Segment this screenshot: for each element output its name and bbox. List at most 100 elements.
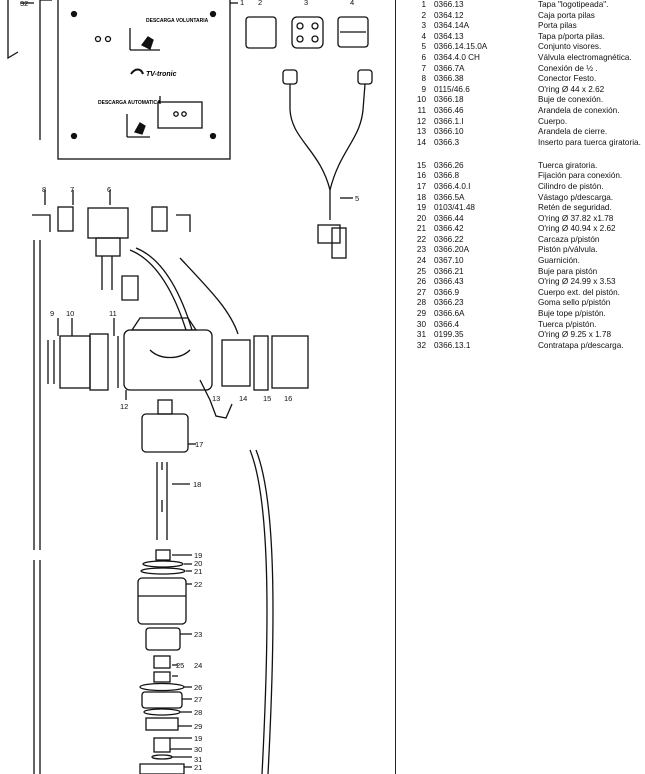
- part-description: Conjunto visores.: [538, 42, 602, 52]
- screw-hole: [70, 132, 78, 140]
- part-description: Cuerpo.: [538, 116, 568, 126]
- tube: [249, 449, 274, 774]
- callout-12: 12: [120, 402, 128, 411]
- tube: [179, 257, 239, 335]
- callout-9: 9: [50, 309, 54, 318]
- discharge-back-cover: [139, 763, 185, 774]
- parts-list-row: 4 0364.13 Tapa p/porta pilas.: [412, 32, 642, 43]
- callout-18: 18: [193, 480, 201, 489]
- part-number: 28: [416, 298, 426, 308]
- screw-hole: [209, 132, 217, 140]
- battery-slot: [311, 35, 319, 43]
- callout-20: 20: [194, 559, 202, 568]
- visor-cable: [329, 83, 366, 191]
- solenoid-valve-body: [95, 237, 121, 257]
- part-number: 24: [416, 256, 426, 266]
- part-number: 25: [416, 266, 426, 276]
- battery-slot: [311, 22, 319, 30]
- sensor-window: [173, 111, 179, 117]
- part-number: 16: [416, 171, 426, 181]
- part-description: Cuerpo ext. del pistón.: [538, 287, 620, 297]
- callout-4: 4: [350, 0, 354, 7]
- gasket: [153, 655, 171, 669]
- part-number: 8: [421, 74, 426, 84]
- column-divider: [395, 0, 396, 774]
- part-code: 0366.46: [434, 105, 464, 115]
- part-description: Tapa p/porta pilas.: [538, 31, 605, 41]
- part-number: 15: [416, 160, 426, 170]
- oring-40: [140, 567, 186, 575]
- battery-slot: [296, 22, 304, 30]
- leader-line: [44, 190, 111, 205]
- part-description: O'ring Ø 40.94 x 2.62: [538, 224, 616, 234]
- automatic-flush-pictogram: [126, 114, 150, 138]
- sensor-plate: [157, 101, 203, 129]
- piston-nut: [153, 737, 171, 753]
- part-number: 5: [421, 42, 426, 52]
- visor-connector: [357, 69, 373, 85]
- part-number: 29: [416, 309, 426, 319]
- part-code: 0366.22: [434, 234, 464, 244]
- part-description: Cilindro de pistón.: [538, 181, 604, 191]
- piston-stop-bushing: [145, 717, 179, 731]
- part-description: Válvula electromagnética.: [538, 52, 632, 62]
- callout-21b: 21: [194, 763, 202, 772]
- oring-9: [151, 754, 173, 760]
- part-number: 22: [416, 234, 426, 244]
- sensor-window: [104, 35, 112, 43]
- manual-flush-pictogram: [141, 36, 154, 50]
- part-code: 0366.38: [434, 74, 464, 84]
- part-code: 0366.26: [434, 160, 464, 170]
- callout-7: 7: [70, 185, 74, 194]
- part-description: Retén de seguridad.: [538, 203, 612, 213]
- part-number: 20: [416, 213, 426, 223]
- oring-44: [47, 340, 55, 384]
- callout-2: 2: [258, 0, 262, 7]
- part-description: Fijación para conexión.: [538, 171, 623, 181]
- fitting: [121, 275, 139, 301]
- callout-17: 17: [195, 440, 203, 449]
- part-description: Tuerca giratoria.: [538, 160, 598, 170]
- part-description: Caja porta pilas: [538, 10, 595, 20]
- part-number: 18: [416, 192, 426, 202]
- part-description: Arandela de conexión.: [538, 105, 620, 115]
- part-description: Inserto para tuerca giratoria.: [538, 137, 641, 147]
- callout-21: 21: [194, 567, 202, 576]
- callout-19b: 19: [194, 734, 202, 743]
- automatic-flush-pictogram: [134, 122, 146, 135]
- piston-seal: [143, 708, 181, 716]
- main-body: [123, 329, 213, 391]
- part-number: 6: [421, 52, 426, 62]
- connection-fastener: [271, 335, 309, 389]
- part-code: 0366.5A: [434, 192, 465, 202]
- callout-15: 15: [263, 394, 271, 403]
- part-description: Buje tope p/pistón.: [538, 309, 606, 319]
- sensor-window: [94, 35, 102, 43]
- visor-plug: [317, 224, 341, 244]
- part-code: 0366.23: [434, 298, 464, 308]
- part-number: 4: [421, 31, 426, 41]
- leader-line: [125, 390, 127, 400]
- callout-27: 27: [194, 695, 202, 704]
- cover-panel: [57, 0, 231, 160]
- connection-bushing-ring: [89, 333, 109, 391]
- part-code: 0366.44: [434, 213, 464, 223]
- part-description: Tapa "logotipeada".: [538, 0, 609, 9]
- part-code: 0366.43: [434, 277, 464, 287]
- screw-hole: [70, 10, 78, 18]
- part-code: 0364.13: [434, 31, 464, 41]
- callout-14: 14: [239, 394, 247, 403]
- screw-hole: [209, 10, 217, 18]
